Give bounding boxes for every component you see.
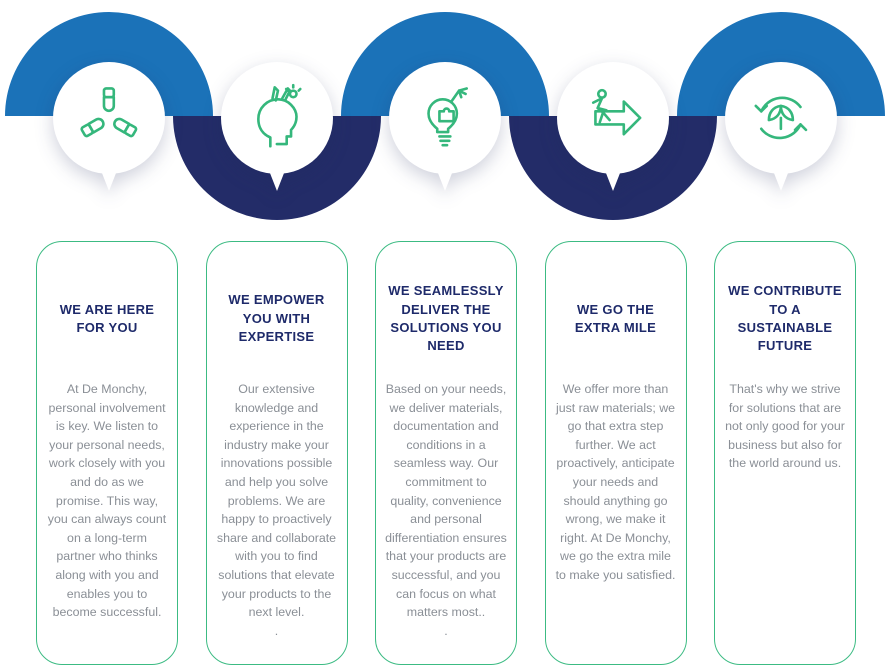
steps-row: WE ARE HERE FOR YOU At De Monchy, person… bbox=[36, 241, 856, 665]
step-circle bbox=[221, 62, 333, 191]
step-title: WE EMPOWER YOU WITH EXPERTISE bbox=[228, 292, 325, 345]
step-extra: . bbox=[274, 623, 279, 638]
step-title: WE ARE HERE FOR YOU bbox=[59, 301, 155, 335]
head-ideas-icon bbox=[257, 83, 302, 148]
leaves-recycle-icon bbox=[754, 96, 808, 140]
step-title: WE GO THE EXTRA MILE bbox=[574, 301, 657, 335]
step-extra: . bbox=[444, 623, 448, 638]
runner-arrow-icon bbox=[591, 88, 642, 136]
process-ribbon bbox=[0, 0, 892, 235]
step-body: That's why we strive for solutions that … bbox=[725, 382, 845, 471]
step-circle bbox=[53, 62, 165, 191]
step-card: WE ARE HERE FOR YOU At De Monchy, person… bbox=[36, 241, 178, 665]
step-circle bbox=[389, 62, 501, 191]
step-card: WE EMPOWER YOU WITH EXPERTISE Our extens… bbox=[205, 241, 348, 665]
bulb-puzzle-icon bbox=[427, 87, 468, 147]
step-body: Our extensive knowledge and experience i… bbox=[216, 382, 337, 620]
step-card: WE CONTRIBUTE TO A SUSTAINABLE FUTURE Th… bbox=[714, 241, 856, 665]
step-body: We offer more than just raw materials; w… bbox=[555, 382, 676, 583]
step-card: WE SEAMLESSLY DELIVER THE SOLUTIONS YOU … bbox=[375, 241, 517, 665]
step-circle bbox=[557, 62, 669, 191]
step-title: WE SEAMLESSLY DELIVER THE SOLUTIONS YOU … bbox=[388, 283, 504, 354]
step-body: Based on your needs, we deliver material… bbox=[385, 382, 507, 620]
step-card: WE GO THE EXTRA MILE We offer more than … bbox=[544, 241, 687, 665]
step-body: At De Monchy, personal involvement is ke… bbox=[47, 382, 167, 620]
step-title: WE CONTRIBUTE TO A SUSTAINABLE FUTURE bbox=[728, 283, 842, 354]
